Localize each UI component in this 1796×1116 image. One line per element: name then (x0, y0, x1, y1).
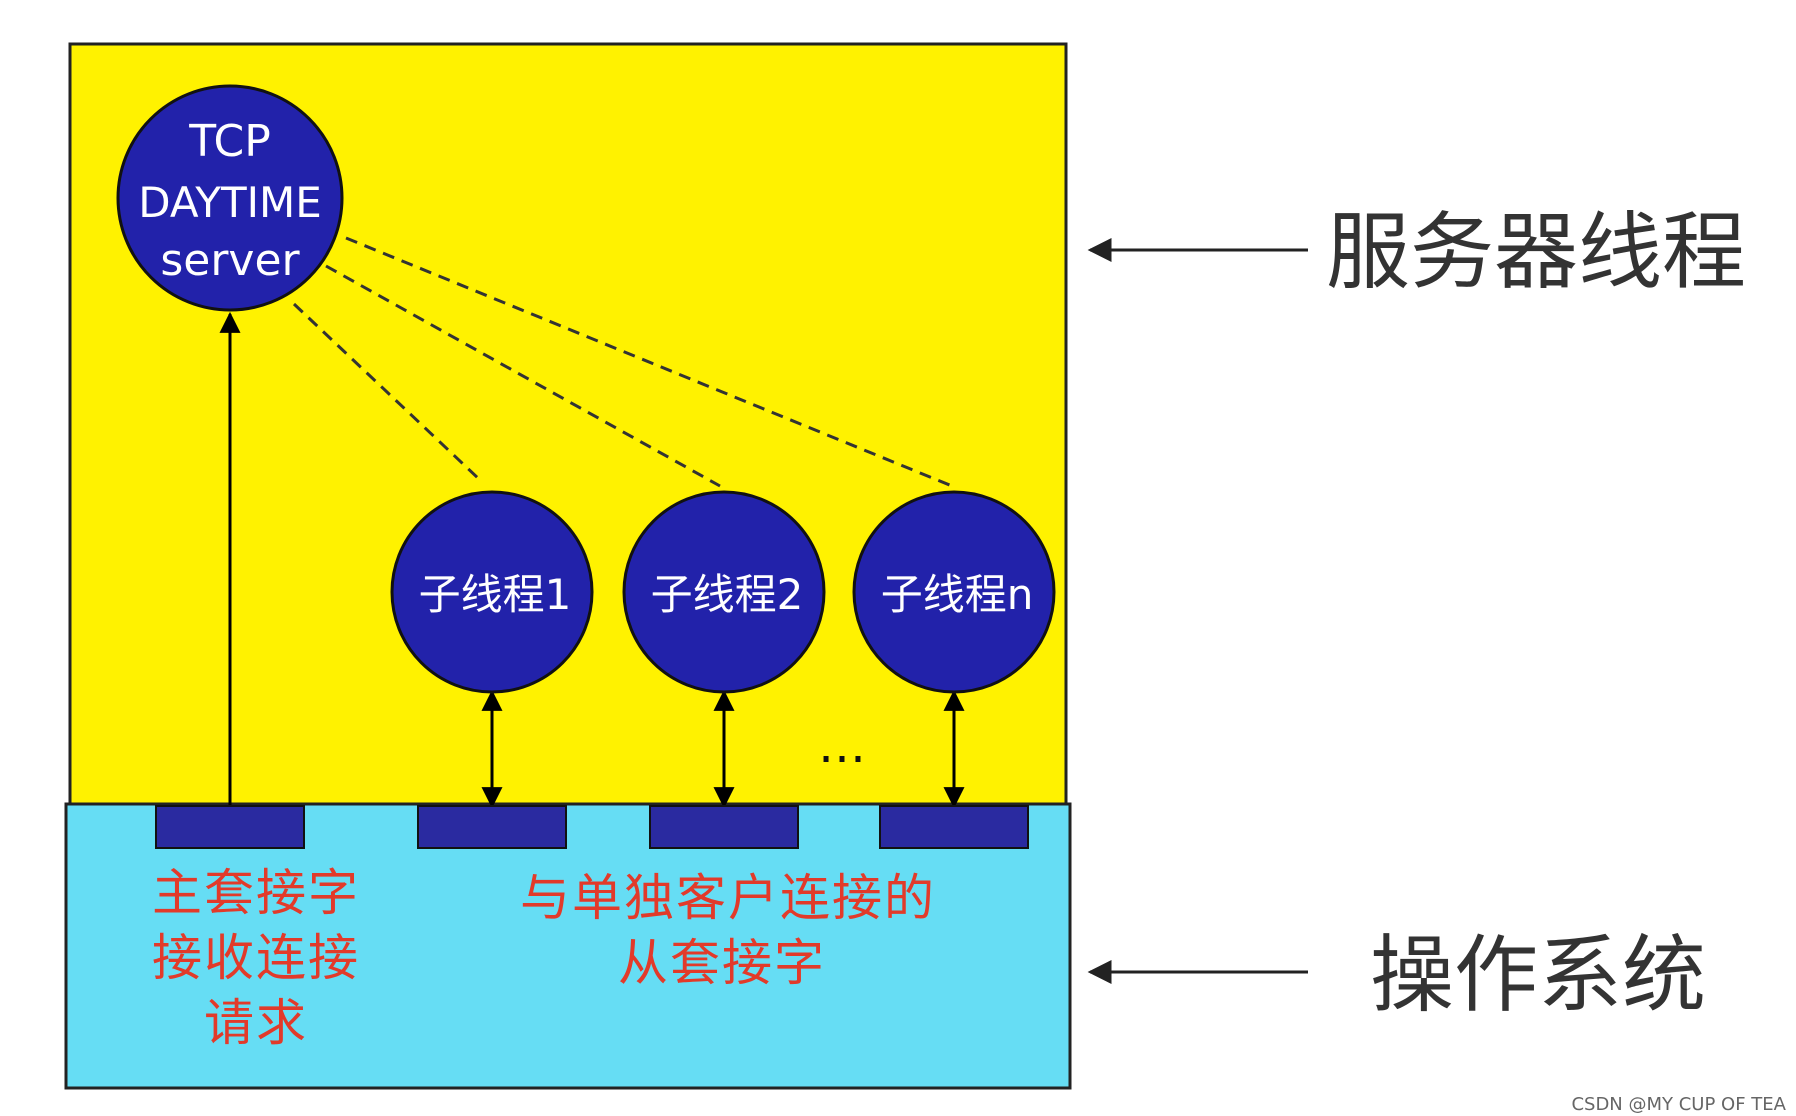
master-socket-label-line2: 接收连接 (152, 929, 360, 987)
server-node-line1: TCP (188, 116, 271, 167)
ellipsis: … (818, 718, 866, 774)
operating-system-area (64, 802, 1072, 1090)
tcp-daytime-server-node (116, 84, 344, 312)
spawn-link-n (345, 236, 953, 488)
watermark: CSDN @MY CUP OF TEA (1571, 1094, 1786, 1115)
master-socket-label-line1: 主套接字 (152, 864, 360, 922)
server-threads-label: 服务器线程 (1326, 203, 1746, 301)
master-socket-label-line3: 请求 (204, 994, 308, 1052)
server-node-line3: server (160, 235, 300, 286)
child-thread-2-label: 子线程2 (651, 570, 804, 619)
slave-socket-label-line1: 与单独客户连接的 (520, 869, 936, 927)
slave-socket-label-line2: 从套接字 (618, 934, 826, 992)
slave-socket-block-1 (417, 805, 567, 849)
child-thread-n-node (852, 490, 1056, 694)
slave-socket-block-2 (649, 805, 799, 849)
spawn-link-1 (292, 302, 482, 482)
child-thread-n-label: 子线程n (881, 570, 1034, 619)
master-socket-block (155, 805, 305, 849)
operating-system-label: 操作系统 (1370, 926, 1706, 1024)
child-thread-1-node (390, 490, 594, 694)
spawn-link-2 (325, 264, 721, 488)
child-thread-2-node (622, 490, 826, 694)
child-thread-1-label: 子线程1 (419, 570, 572, 619)
server-node-line2: DAYTIME (138, 178, 322, 227)
slave-socket-block-n (879, 805, 1029, 849)
